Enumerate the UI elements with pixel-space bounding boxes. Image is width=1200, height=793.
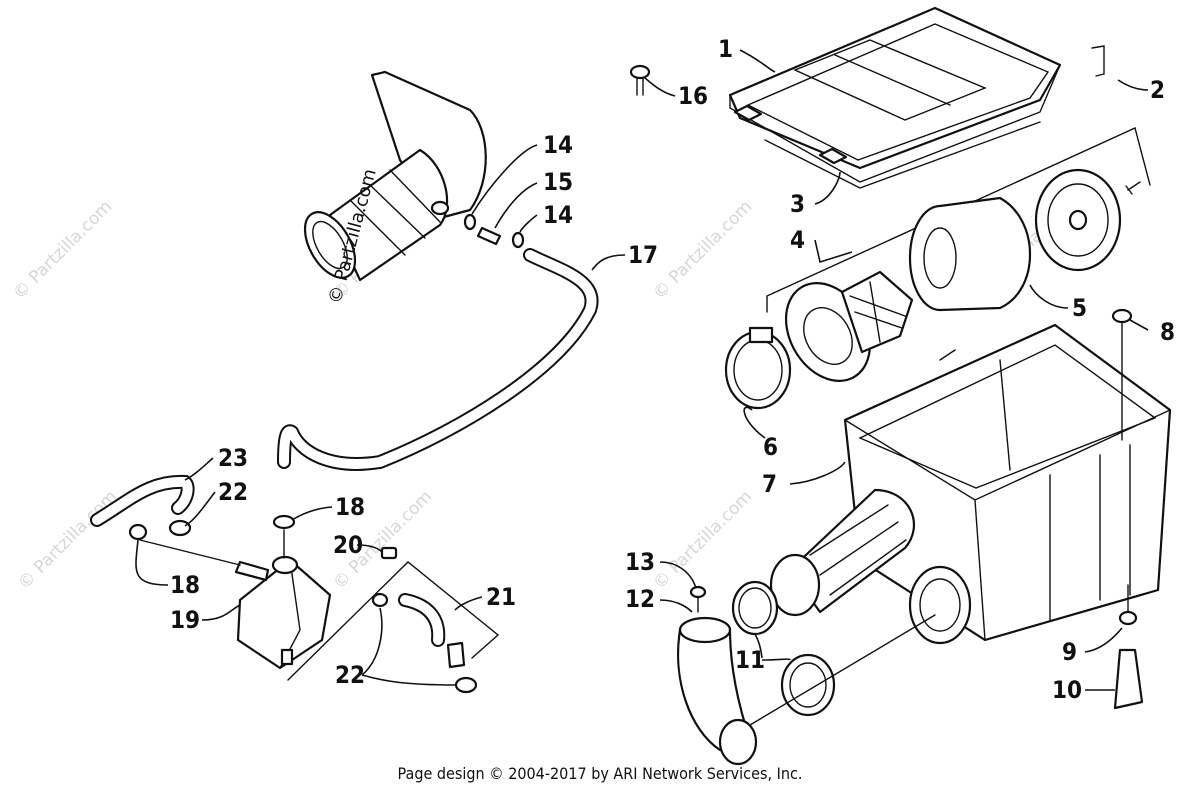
part-11-clamp-lower: [780, 653, 836, 717]
callout-14-lower: 14: [543, 201, 573, 229]
part-7-airbox-housing: [843, 323, 1172, 642]
part-16-screw: [629, 64, 651, 96]
callout-4: 4: [790, 226, 805, 254]
leader-lines: [135, 49, 1149, 691]
callout-19: 19: [170, 606, 200, 634]
callout-14-upper: 14: [543, 131, 573, 159]
part-22-clamp-lower: [454, 676, 478, 694]
separator-to-hose-line: [139, 539, 241, 566]
watermark: © Partzilla.com: [9, 197, 116, 304]
callout-10: 10: [1052, 676, 1082, 704]
part-2-clip: [1091, 45, 1105, 77]
callout-3: 3: [790, 190, 805, 218]
callout-21: 21: [486, 583, 516, 611]
callout-7: 7: [762, 470, 777, 498]
callout-2: 2: [1150, 76, 1165, 104]
part-20-fitting: [380, 546, 398, 560]
airbox-intake-duct: [769, 488, 915, 617]
callout-18-right: 18: [335, 493, 365, 521]
part-10-drain-tube: [1113, 648, 1144, 710]
callout-15: 15: [543, 168, 573, 196]
part-6-clamp: [724, 326, 792, 410]
callouts: 1 2 3 4 5 6 7 8 9 10 11 12 13 14 14 15 1…: [170, 35, 1175, 704]
callout-1: 1: [718, 35, 733, 63]
callout-23: 23: [218, 444, 248, 472]
watermark: © Partzilla.com: [14, 487, 121, 594]
part-21-bracket: [287, 561, 500, 681]
part-18-clamp-right: [272, 514, 296, 530]
part-22-clamp-left: [168, 519, 192, 537]
callout-5: 5: [1072, 294, 1087, 322]
watermark: © Partzilla.com: [649, 487, 756, 594]
callout-22-left: 22: [218, 478, 248, 506]
part-4-bracket: [766, 127, 1151, 313]
callout-17: 17: [628, 241, 658, 269]
part-21-hose: [398, 593, 446, 647]
part-5-end-cap: [1034, 168, 1122, 272]
callout-13: 13: [625, 548, 655, 576]
part-1-airbox-cover: [728, 6, 1062, 183]
page-footer: Page design © 2004-2017 by ARI Network S…: [397, 764, 803, 783]
tube-to-boot-line: [749, 614, 936, 726]
part-13-clip: [689, 585, 707, 613]
callout-9: 9: [1062, 638, 1077, 666]
callout-11: 11: [735, 646, 765, 674]
part-21-fitting: [446, 641, 466, 669]
part-23-hose-inner: [92, 476, 193, 525]
cap-screw: [1125, 181, 1141, 195]
part-9-washer: [1118, 584, 1138, 626]
callout-8: 8: [1160, 318, 1175, 346]
intake-housing: [303, 70, 487, 282]
part-12-intake-tube: [677, 616, 758, 766]
part-22-clamp-mid: [371, 592, 389, 608]
part-19-breather-separator: [234, 555, 332, 670]
part-17-breather-hose-inner: [279, 250, 597, 469]
part-14-clamp-upper: [463, 213, 477, 231]
part-8-screw: [1111, 308, 1133, 441]
callout-20: 20: [333, 531, 363, 559]
part-11-clamp-upper: [731, 580, 779, 636]
callout-22-lower: 22: [335, 661, 365, 689]
callout-12: 12: [625, 585, 655, 613]
part-3-seal: [764, 121, 1041, 189]
part-15-fitting: [476, 226, 502, 246]
part-4-filter-cage: [784, 270, 914, 382]
callout-18-left: 18: [170, 571, 200, 599]
callout-6: 6: [763, 433, 778, 461]
callout-16: 16: [678, 82, 708, 110]
airbox-outlet-boot: [908, 565, 972, 645]
watermark: © Partzilla.com: [649, 197, 756, 304]
part-5-filter-element: [908, 196, 1031, 312]
part-18-clamp-left: [128, 523, 148, 541]
part-14-clamp-lower: [511, 231, 525, 249]
